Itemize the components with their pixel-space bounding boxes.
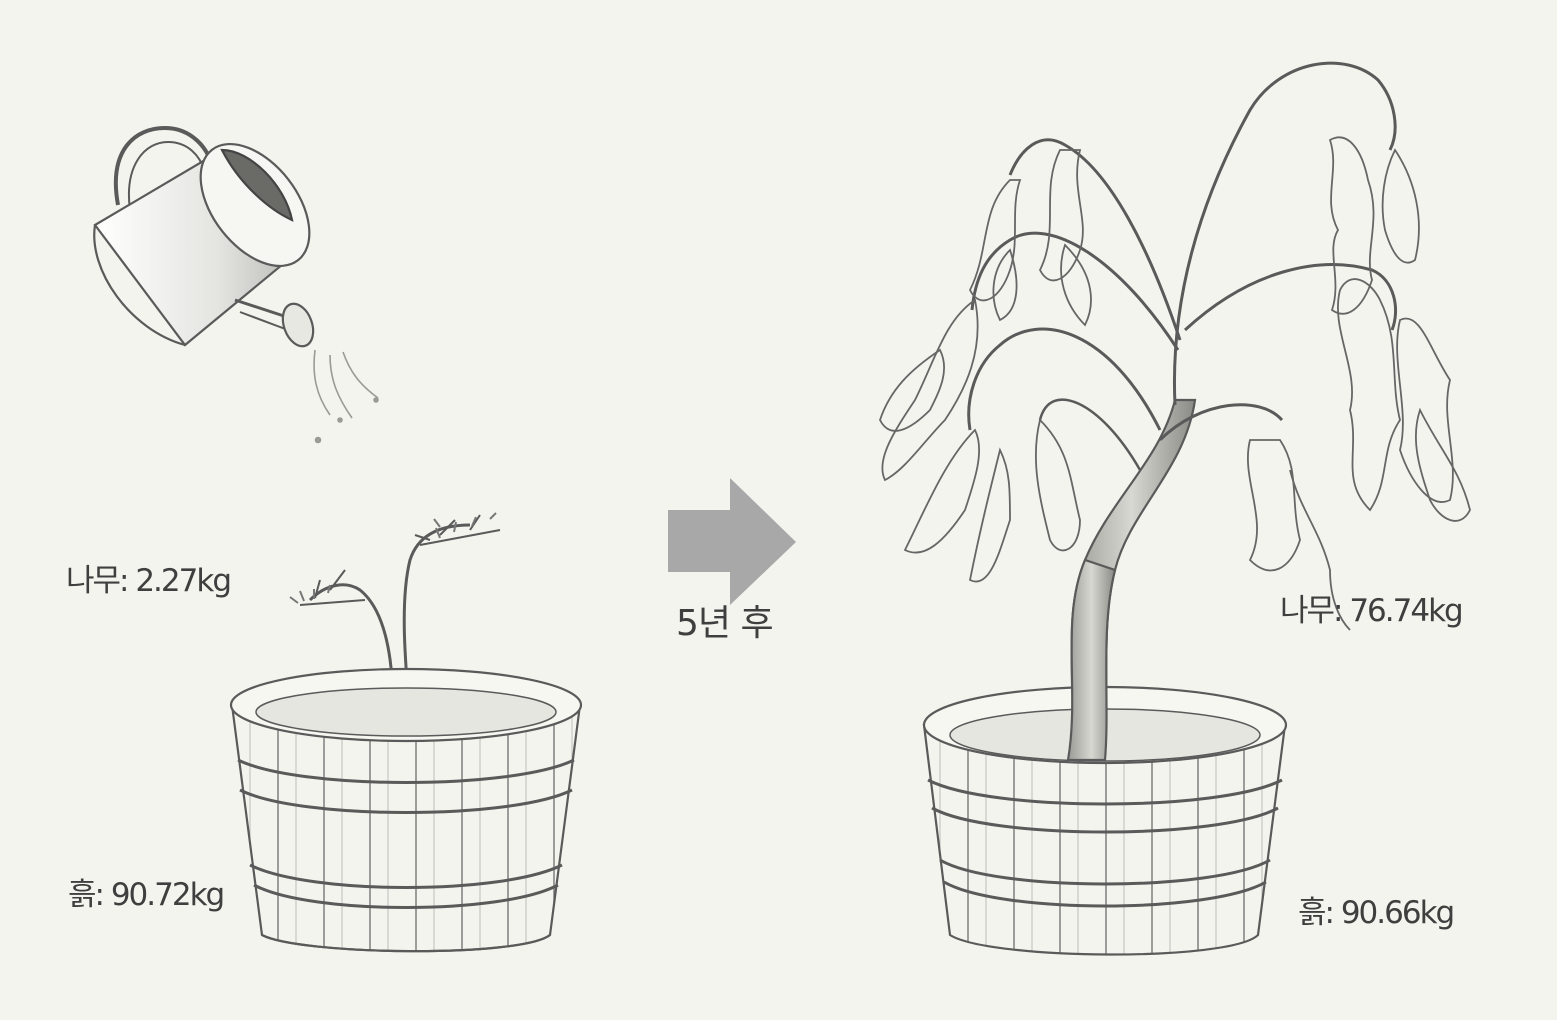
elapsed-time-label: 5년 후 [676,606,773,642]
water-drops [314,350,378,443]
wooden-tub-icon [231,669,581,951]
arrow-right-icon [668,478,796,605]
tree-weight-before-label: 나무: 2.27kg [66,566,230,597]
tree-weight-after-label: 나무: 76.74kg [1280,596,1462,627]
soil-weight-before-label: 흙: 90.72kg [68,880,223,911]
watering-can-icon [94,124,331,350]
wooden-tub-icon [924,560,1286,955]
soil-weight-after-label: 흙: 90.66kg [1298,898,1453,929]
grown-tree-icon [880,63,1470,760]
